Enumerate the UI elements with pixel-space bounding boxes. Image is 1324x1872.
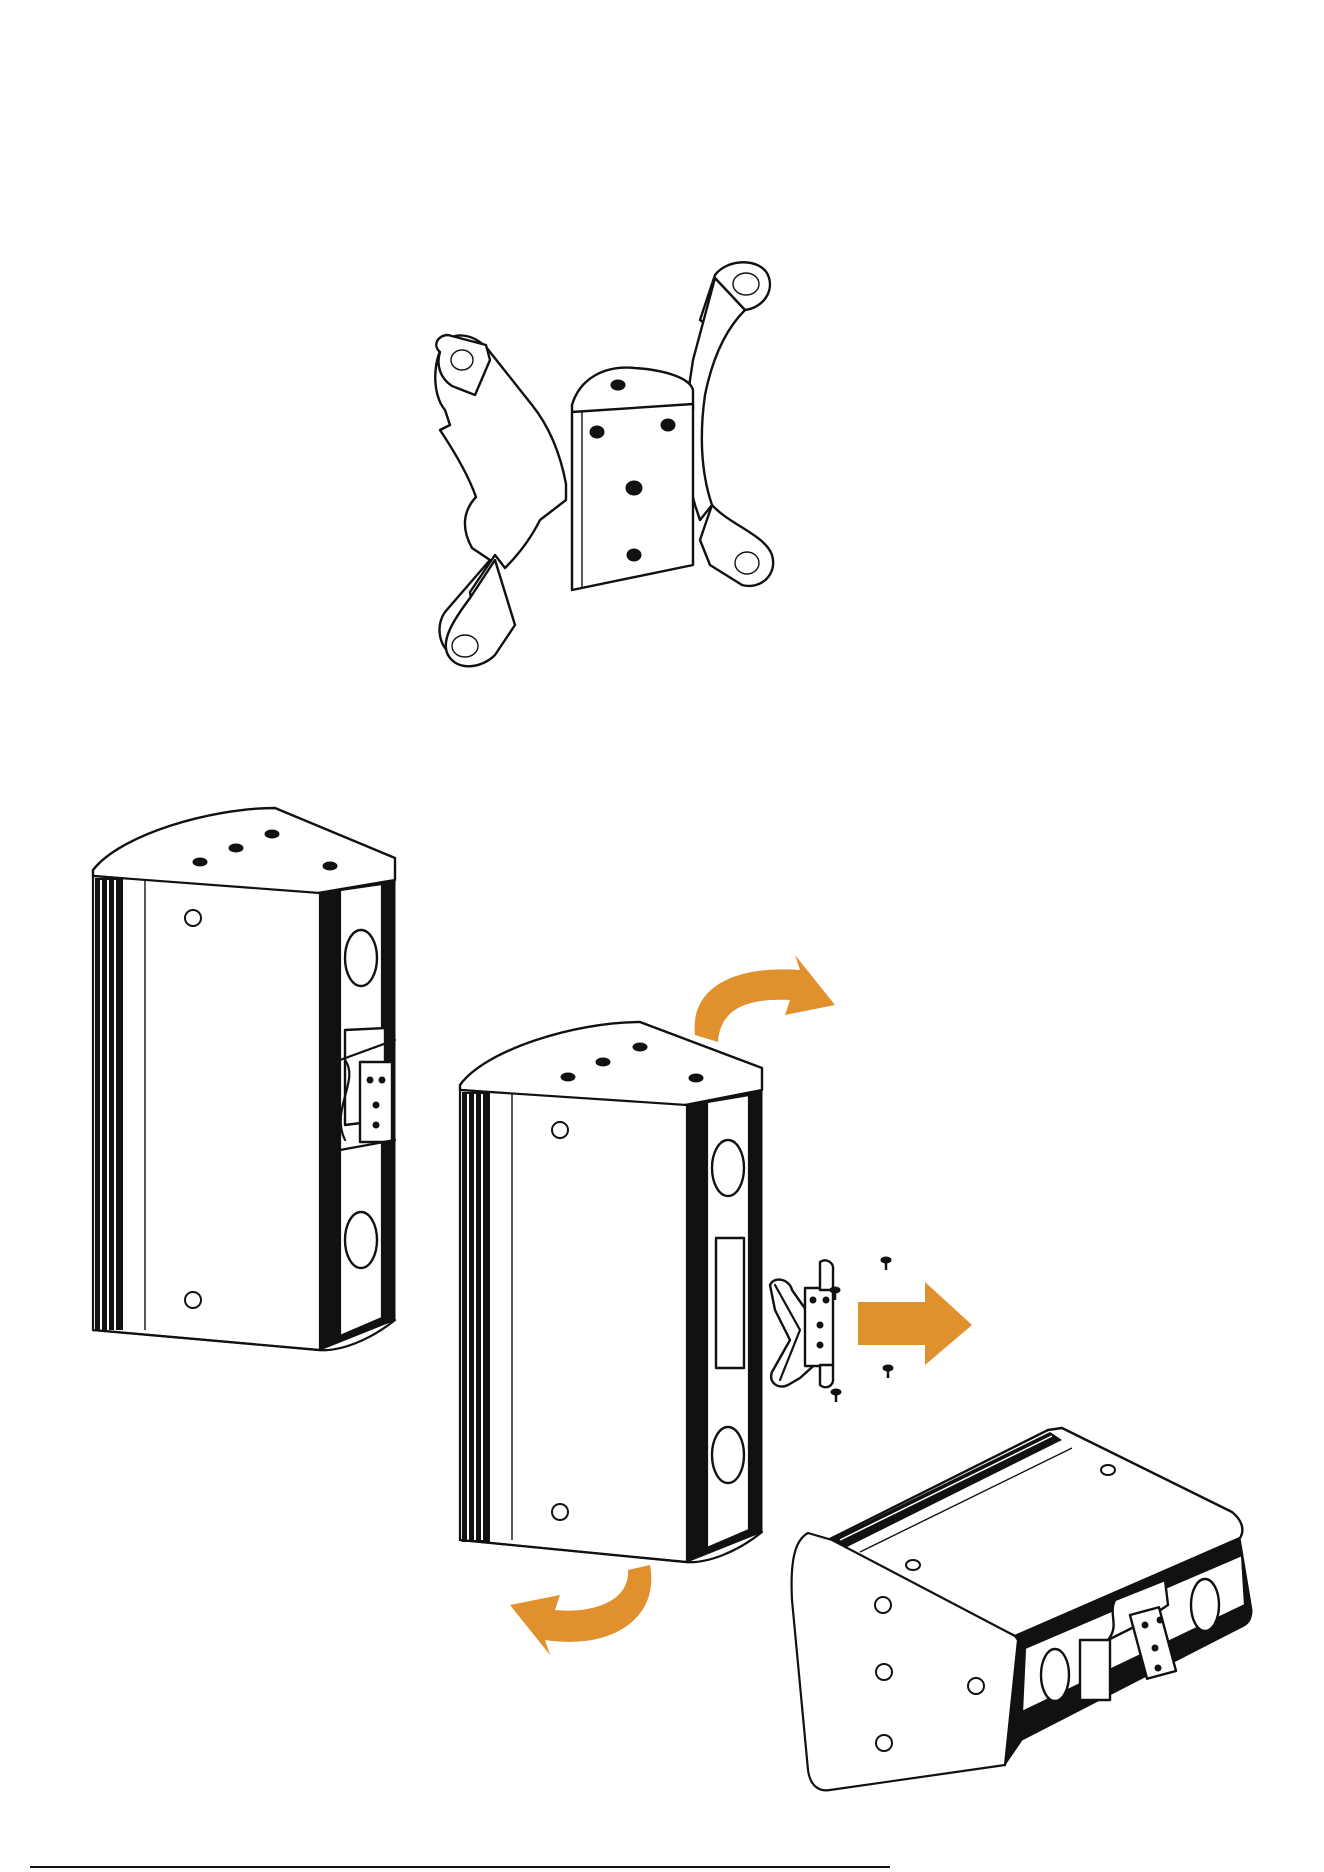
plate-hole: [661, 419, 675, 431]
top-hole: [265, 830, 279, 838]
tab-hole: [611, 380, 625, 390]
bracket-detail: [435, 262, 773, 666]
port-left: [1041, 1649, 1069, 1701]
port-lower: [712, 1427, 744, 1483]
speaker-center: [460, 1022, 762, 1562]
top-hole: [596, 1058, 610, 1066]
port-right: [1191, 1579, 1219, 1631]
screw: [883, 1365, 893, 1378]
top-hole: [323, 862, 337, 870]
port-lower: [345, 1212, 377, 1268]
top-hole: [689, 1074, 703, 1082]
speaker-front-panel: [460, 1090, 687, 1562]
push-right-arrow: [858, 1282, 972, 1365]
top-hole: [633, 1043, 647, 1051]
small-bracket: [770, 1260, 833, 1387]
top-screw: [906, 1560, 920, 1570]
speaker-upright: [93, 808, 395, 1350]
top-hole: [561, 1073, 575, 1081]
front-screw: [968, 1678, 984, 1694]
rotate-bottom-arrow: [510, 1565, 651, 1655]
top-hole: [193, 858, 207, 866]
plate-hole: [590, 426, 604, 438]
front-screw: [552, 1122, 568, 1138]
front-screw: [875, 1597, 891, 1613]
ribbed-edge: [462, 1092, 490, 1542]
front-screw: [185, 910, 201, 926]
bracket-ear-lower-right: [700, 505, 773, 586]
front-screw: [876, 1664, 892, 1680]
rotate-top-arrow: [695, 955, 835, 1042]
port-upper: [712, 1140, 744, 1196]
front-screw: [185, 1292, 201, 1308]
screw: [831, 1389, 841, 1402]
speaker-front-panel: [93, 876, 320, 1350]
screw: [881, 1257, 891, 1270]
top-hole: [229, 844, 243, 852]
ribbed-edge: [95, 878, 123, 1330]
plate-hole: [626, 481, 642, 495]
empty-mount-recess: [716, 1238, 744, 1368]
top-screw: [1101, 1465, 1115, 1475]
speaker-horizontal: [792, 1428, 1252, 1790]
bracket-arm-right: [687, 278, 745, 520]
front-screw: [552, 1504, 568, 1520]
footer-rule: [30, 1866, 890, 1868]
front-screw: [876, 1735, 892, 1751]
port-upper: [345, 930, 377, 986]
plate-hole: [627, 549, 641, 561]
